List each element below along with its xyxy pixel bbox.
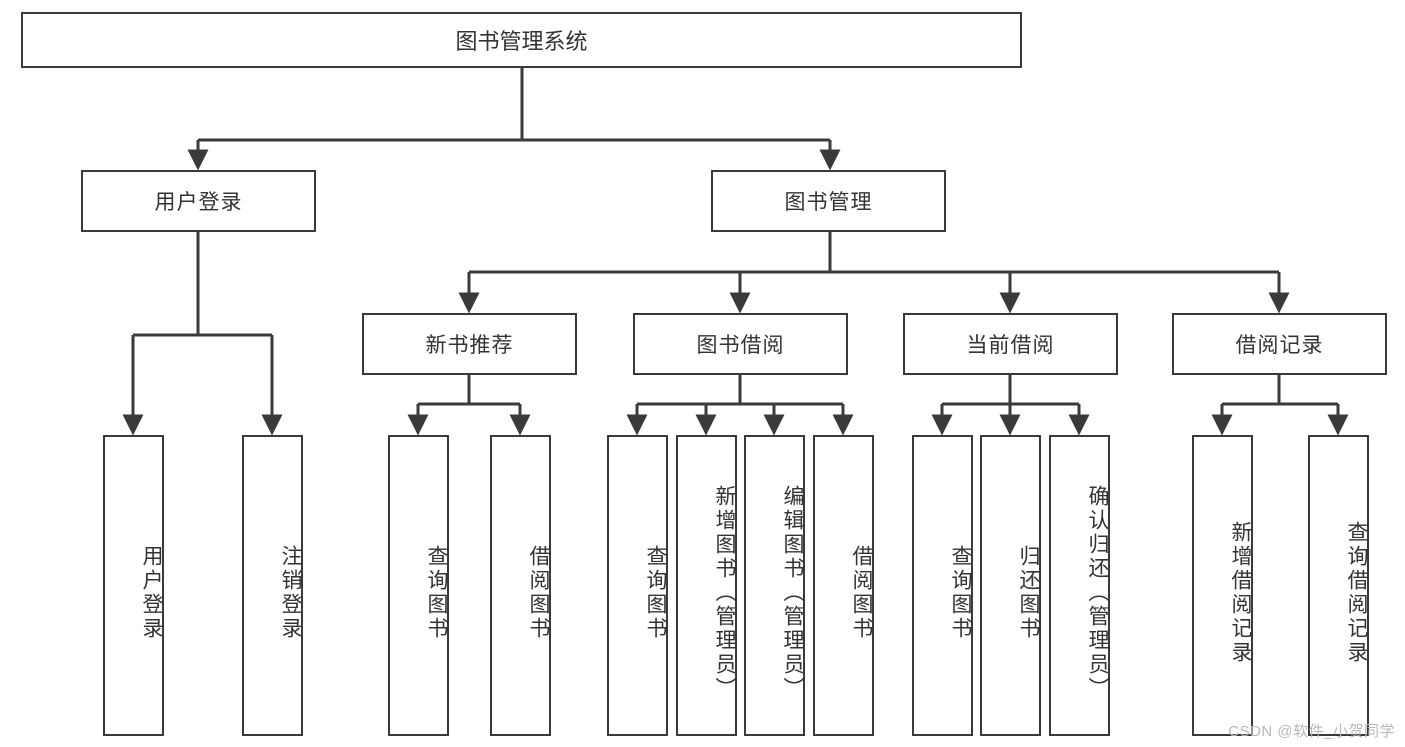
node-root[interactable]: 图书管理系统 [21, 12, 1022, 68]
node-leaf-user-logout-label: 注销登录 [279, 544, 302, 641]
node-leaf-user-login[interactable]: 用户登录 [103, 435, 164, 736]
node-leaf-query-book-2-label: 查询图书 [644, 544, 667, 641]
node-book-manage[interactable]: 图书管理 [711, 170, 946, 232]
node-book-manage-label: 图书管理 [784, 191, 873, 214]
node-new-book-recommend-label: 新书推荐 [425, 334, 514, 357]
node-leaf-add-record[interactable]: 新增借阅记录 [1192, 435, 1253, 736]
node-leaf-borrow-book-1[interactable]: 借阅图书 [490, 435, 551, 736]
node-user-login[interactable]: 用户登录 [81, 170, 316, 232]
node-leaf-user-logout[interactable]: 注销登录 [242, 435, 303, 736]
node-root-label: 图书管理系统 [455, 29, 588, 54]
node-leaf-add-book[interactable]: 新增图书（管理员） [676, 435, 737, 736]
node-leaf-confirm-return-label: 确认归还（管理员） [1086, 484, 1109, 701]
node-borrow-record[interactable]: 借阅记录 [1172, 313, 1387, 375]
node-leaf-query-record-label: 查询借阅记录 [1345, 520, 1368, 665]
node-leaf-user-login-label: 用户登录 [140, 544, 163, 641]
node-leaf-query-book-2[interactable]: 查询图书 [607, 435, 668, 736]
node-current-borrow[interactable]: 当前借阅 [903, 313, 1118, 375]
node-leaf-query-book-3[interactable]: 查询图书 [912, 435, 973, 736]
node-user-login-label: 用户登录 [154, 191, 243, 214]
node-leaf-borrow-book-1-label: 借阅图书 [527, 544, 550, 641]
node-leaf-return-book-label: 归还图书 [1017, 544, 1040, 641]
node-book-borrow[interactable]: 图书借阅 [633, 313, 848, 375]
node-leaf-query-book-3-label: 查询图书 [949, 544, 972, 641]
node-leaf-confirm-return[interactable]: 确认归还（管理员） [1049, 435, 1110, 736]
node-book-borrow-label: 图书借阅 [696, 334, 785, 357]
node-leaf-edit-book-label: 编辑图书（管理员） [781, 484, 804, 701]
node-leaf-edit-book[interactable]: 编辑图书（管理员） [744, 435, 805, 736]
node-leaf-return-book[interactable]: 归还图书 [980, 435, 1041, 736]
node-current-borrow-label: 当前借阅 [966, 334, 1055, 357]
node-leaf-borrow-book-2[interactable]: 借阅图书 [813, 435, 874, 736]
node-new-book-recommend[interactable]: 新书推荐 [362, 313, 577, 375]
node-leaf-add-book-label: 新增图书（管理员） [713, 484, 736, 701]
watermark: CSDN @软件_小贺同学 [1228, 723, 1395, 740]
node-leaf-borrow-book-2-label: 借阅图书 [850, 544, 873, 641]
node-leaf-add-record-label: 新增借阅记录 [1229, 520, 1252, 665]
node-borrow-record-label: 借阅记录 [1235, 334, 1324, 357]
node-leaf-query-record[interactable]: 查询借阅记录 [1308, 435, 1369, 736]
node-leaf-query-book-1[interactable]: 查询图书 [388, 435, 449, 736]
node-leaf-query-book-1-label: 查询图书 [425, 544, 448, 641]
